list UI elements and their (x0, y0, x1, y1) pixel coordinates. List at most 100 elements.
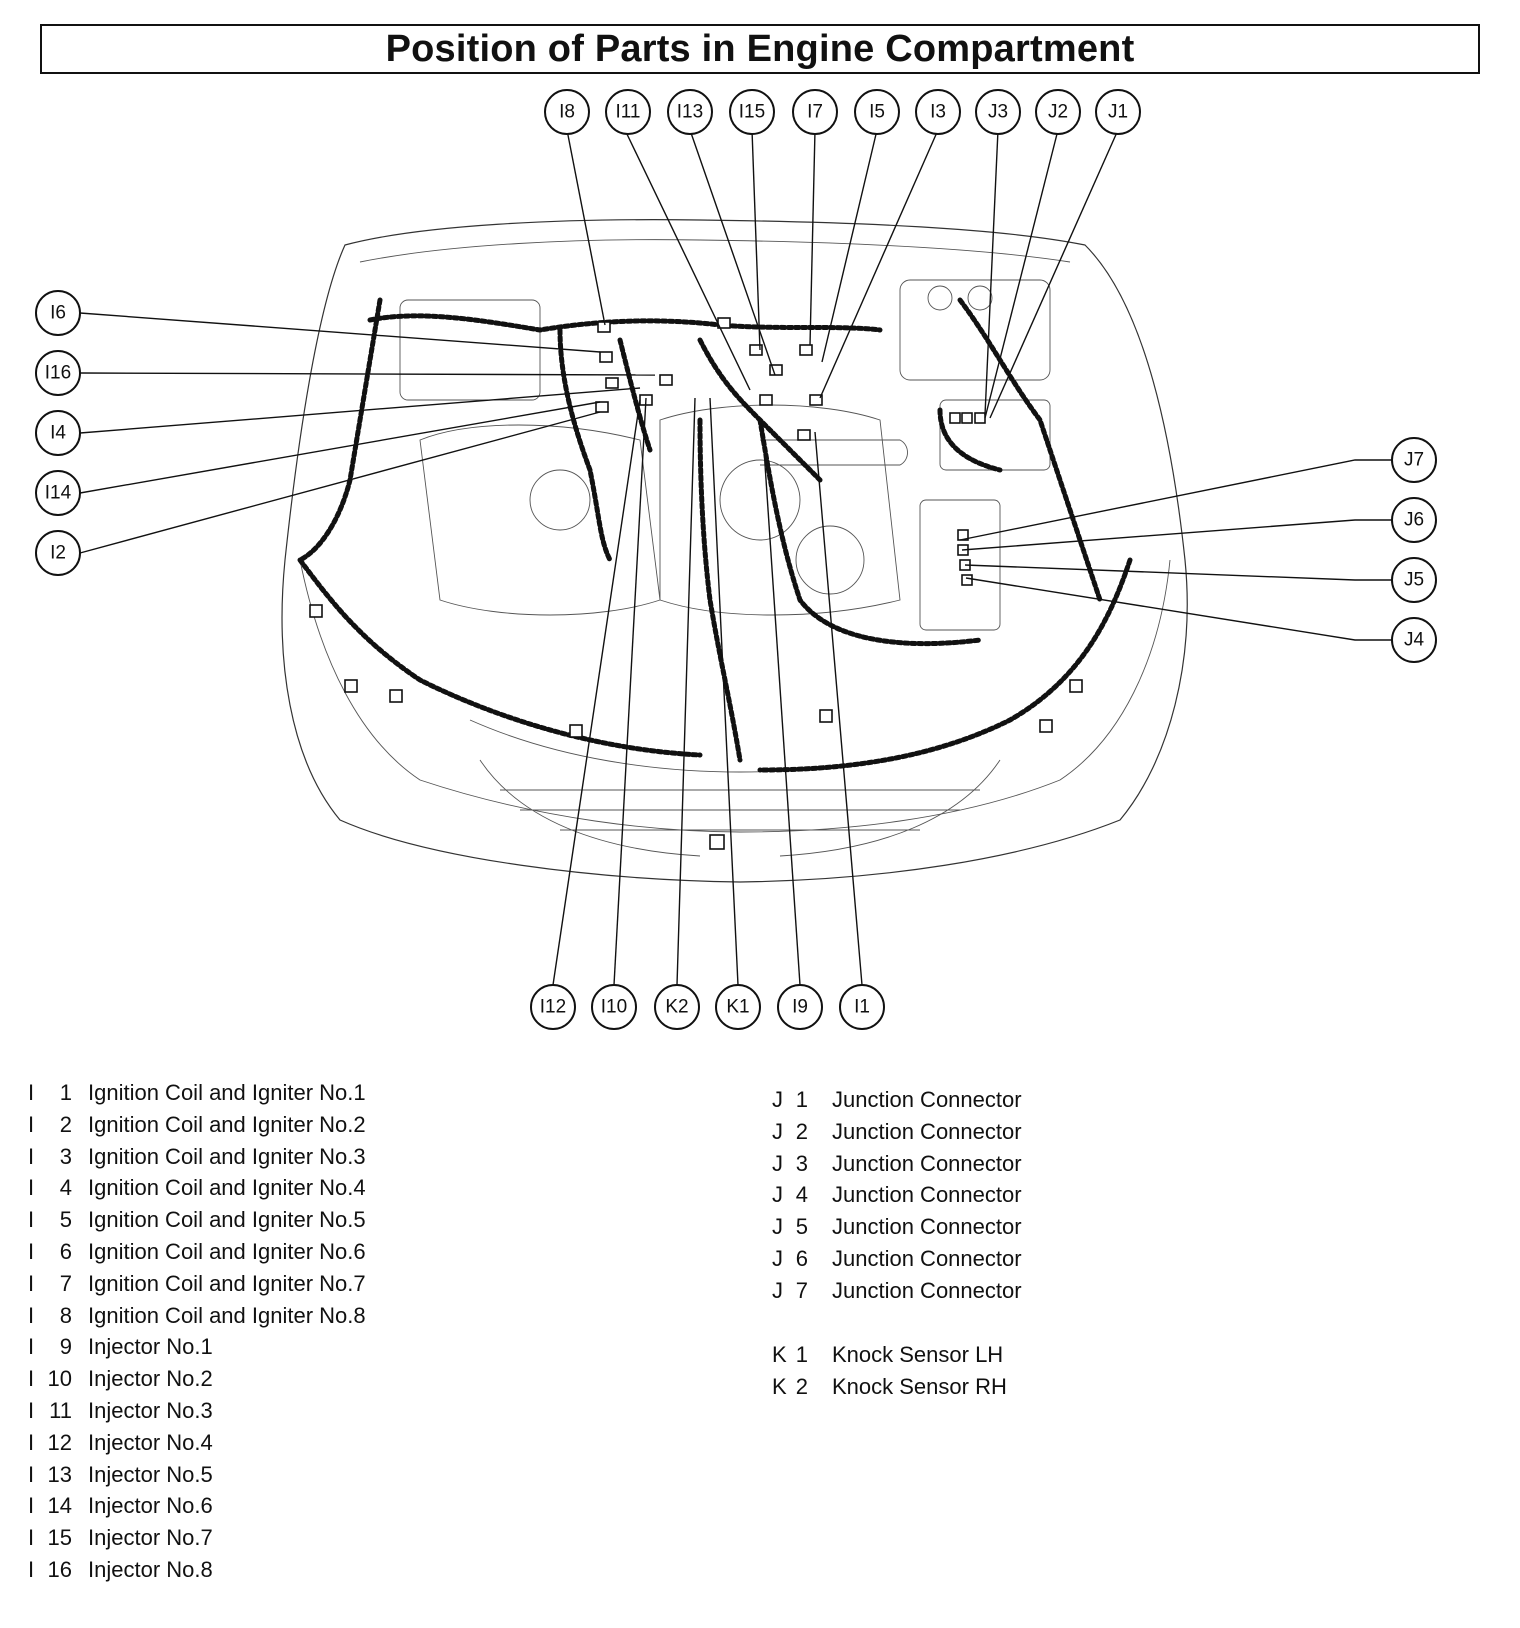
svg-text:K2: K2 (665, 997, 688, 1018)
svg-text:J3: J3 (988, 102, 1008, 123)
legend-i-prefix: I (28, 1175, 35, 1201)
wire-harness (297, 297, 1133, 773)
svg-text:J1: J1 (1108, 102, 1128, 123)
legend-j-number: 4 (795, 1182, 808, 1208)
legend-i-label: Ignition Coil and Igniter No.2 (88, 1111, 366, 1137)
legend-j-prefix: J (772, 1214, 783, 1240)
legend-i-label: Ignition Coil and Igniter No.6 (88, 1239, 366, 1264)
svg-text:I13: I13 (677, 102, 703, 123)
legend-k-prefix: K (772, 1373, 787, 1399)
legend-j-prefix: J (772, 1087, 783, 1112)
legend-i-number: 7 (59, 1270, 72, 1296)
vehicle-outline (281, 219, 1188, 883)
legend-i-number: 9 (59, 1334, 72, 1360)
legend-i-label: Ignition Coil and Igniter No.5 (88, 1207, 366, 1233)
svg-text:I10: I10 (601, 997, 627, 1018)
legend-i-number: 11 (49, 1398, 72, 1423)
legend-i-label: Injector No.3 (88, 1398, 213, 1423)
legend-i-number: 5 (59, 1207, 72, 1233)
legend-i-prefix: I (28, 1493, 35, 1519)
legend-i-label: Injector No.6 (88, 1493, 213, 1519)
legend-i-number: 13 (47, 1461, 72, 1487)
legend-i-number: 6 (59, 1239, 72, 1264)
svg-text:I5: I5 (869, 102, 885, 123)
legend-i-number: 8 (59, 1302, 72, 1328)
callout-i16: I16 (35, 350, 81, 396)
legend-k-label: Knock Sensor LH (832, 1342, 1004, 1367)
callout-i11: I11 (605, 89, 651, 135)
svg-text:J4: J4 (1404, 630, 1425, 651)
callout-j4: J4 (1391, 617, 1437, 663)
legend-j-prefix: J (772, 1277, 783, 1303)
legend-i-prefix: I (28, 1239, 35, 1264)
callout-i4: I4 (35, 410, 81, 456)
legend-j-number: 6 (795, 1246, 808, 1271)
svg-text:I6: I6 (50, 303, 66, 324)
svg-text:I7: I7 (807, 102, 823, 123)
legend-j-prefix: J (772, 1182, 783, 1208)
legend-i-label: Ignition Coil and Igniter No.3 (88, 1143, 366, 1169)
svg-text:I2: I2 (50, 543, 66, 564)
legend-i-number: 3 (59, 1143, 72, 1169)
legend-j-prefix: J (772, 1118, 783, 1144)
legend-i-prefix: I (28, 1461, 35, 1487)
legend-j-number: 2 (795, 1118, 808, 1144)
legend-j-number: 5 (795, 1214, 808, 1240)
callout-i10: I10 (591, 984, 637, 1030)
legend-j-label: Junction Connector (832, 1150, 1022, 1176)
legend-i-label: Ignition Coil and Igniter No.7 (88, 1270, 366, 1296)
legend-i-label: Ignition Coil and Igniter No.8 (88, 1302, 366, 1328)
page-title: Position of Parts in Engine Compartment (385, 28, 1135, 70)
callout-i13: I13 (667, 89, 713, 135)
callout-i3: I3 (915, 89, 961, 135)
callout-i7: I7 (792, 89, 838, 135)
legend-i-prefix: I (28, 1525, 35, 1551)
legend-j-number: 3 (795, 1150, 808, 1176)
callout-j6: J6 (1391, 497, 1437, 543)
legend-j-label: Junction Connector (832, 1182, 1022, 1208)
callout-k1: K1 (715, 984, 761, 1030)
legend-i-number: 4 (59, 1175, 72, 1201)
callout-i6: I6 (35, 290, 81, 336)
svg-text:I15: I15 (739, 102, 765, 123)
legend-j-prefix: J (772, 1246, 783, 1271)
legend-i-number: 14 (47, 1493, 72, 1519)
legend-i-prefix: I (28, 1207, 35, 1233)
legend-i-prefix: I (28, 1111, 35, 1137)
legend-j-label: Junction Connector (832, 1087, 1022, 1112)
legend-i-prefix: I (28, 1270, 35, 1296)
legend-i-number: 1 (59, 1080, 72, 1105)
legend-i-label: Injector No.7 (88, 1525, 213, 1551)
legend-j-number: 7 (795, 1277, 808, 1303)
callout-i2: I2 (35, 530, 81, 576)
svg-text:I11: I11 (615, 102, 640, 123)
callout-i9: I9 (777, 984, 823, 1030)
svg-text:I1: I1 (854, 997, 870, 1018)
legend-i-number: 10 (47, 1366, 72, 1392)
legend-i-label: Injector No.2 (88, 1366, 213, 1392)
legend-i-prefix: I (28, 1334, 35, 1360)
legend-i-number: 16 (47, 1557, 72, 1582)
legend-j-prefix: J (772, 1150, 783, 1176)
legend-i-label: Injector No.4 (88, 1429, 213, 1455)
engine-compartment-diagram: I8 I11 I13 I15 I7 I5 I3 J3 J2 J1 I6 I16 … (35, 89, 1437, 1030)
legend-i-label: Ignition Coil and Igniter No.1 (88, 1080, 366, 1105)
callout-i12: I12 (530, 984, 576, 1030)
legend-i-prefix: I (28, 1302, 35, 1328)
legend-j-label: Junction Connector (832, 1277, 1022, 1303)
svg-text:J7: J7 (1404, 450, 1424, 471)
legend-j-number: 1 (795, 1087, 808, 1112)
legend-i-prefix: I (28, 1366, 35, 1392)
callout-j7: J7 (1391, 437, 1437, 483)
legend-i-prefix: I (28, 1429, 35, 1455)
svg-text:I14: I14 (45, 483, 72, 504)
connectors (309, 317, 1083, 850)
callout-i8: I8 (544, 89, 590, 135)
callout-k2: K2 (654, 984, 700, 1030)
callout-j2: J2 (1035, 89, 1081, 135)
leader-lines (79, 129, 1392, 986)
svg-text:J2: J2 (1048, 102, 1068, 123)
callout-j3: J3 (975, 89, 1021, 135)
